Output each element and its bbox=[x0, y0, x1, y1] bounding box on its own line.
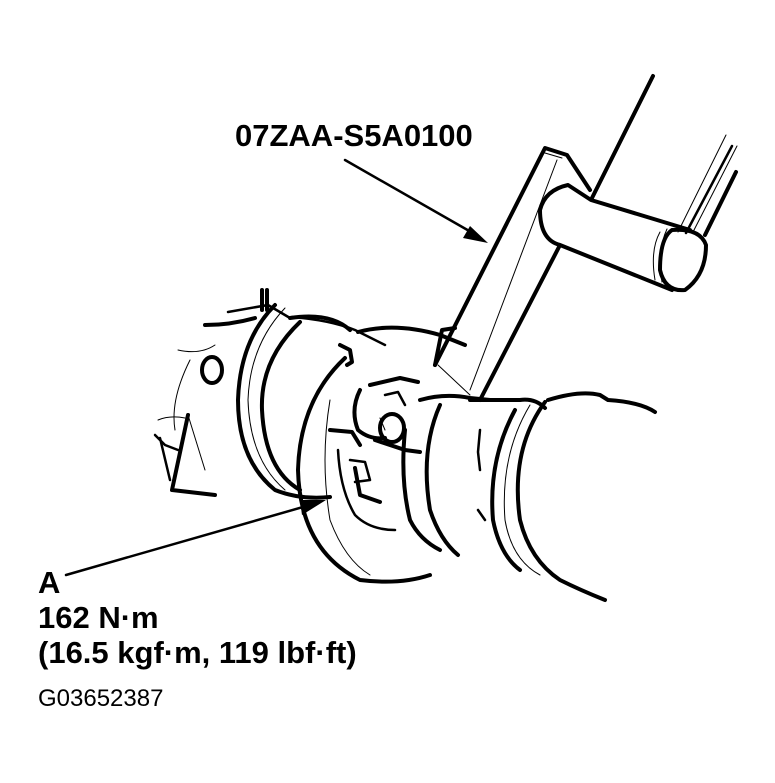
tool-leader-arrow bbox=[343, 158, 488, 243]
callout-a-block: A 162 N·m (16.5 kgf·m, 119 lbf·ft) bbox=[38, 565, 357, 670]
callout-a-leader bbox=[64, 500, 326, 577]
transmission-housing bbox=[153, 288, 292, 497]
callout-a-letter: A bbox=[38, 565, 61, 600]
hub-flange bbox=[296, 325, 467, 584]
axle-nut-a bbox=[352, 376, 422, 454]
figure-id: G03652387 bbox=[38, 685, 164, 712]
inner-cv-joint bbox=[236, 303, 387, 500]
torque-alternate-units: (16.5 kgf·m, 119 lbf·ft) bbox=[38, 635, 357, 670]
special-tool-wrench bbox=[433, 74, 738, 402]
tool-part-number-label: 07ZAA-S5A0100 bbox=[235, 118, 473, 153]
outer-cv-boot bbox=[401, 391, 657, 602]
torque-metric-value: 162 N·m bbox=[38, 600, 159, 635]
